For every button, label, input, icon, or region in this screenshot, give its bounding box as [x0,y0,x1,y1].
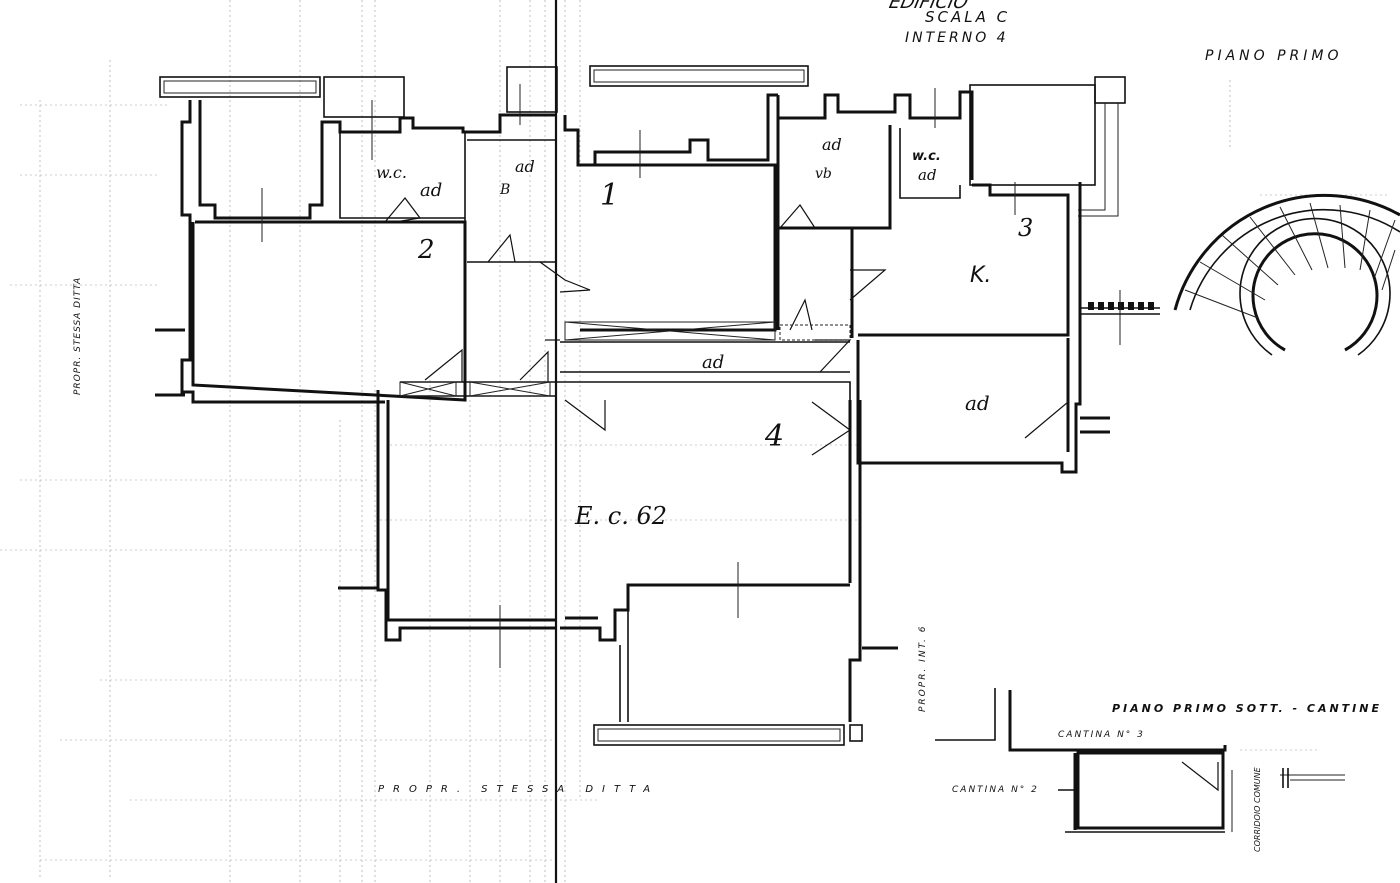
left-owner-label: PROPR. STESSA DITTA [73,277,83,395]
room-kitchen: K. [970,263,991,288]
top-balconies [159,65,1126,217]
unit-label: INTERNO 4 [905,30,1009,46]
right-owner-label: PROPR. INT. 6 [918,625,928,712]
room-ad-lower-right: ad [965,391,990,415]
room-1: 1 [600,178,619,213]
room-3: 3 [1018,214,1033,242]
cellar-title: PIANO PRIMO SOTT. - CANTINE [1112,702,1382,715]
room-wc-right: w.c. [912,149,941,164]
central-walls [338,381,898,746]
railing-posts [1088,302,1154,310]
floor-title: PIANO PRIMO [1205,48,1343,64]
room-4: 4 [764,419,784,454]
room-2: 2 [417,235,435,265]
room-vb: vb [815,166,832,182]
bottom-owner-label: PROPR. STESSA DITTA [378,784,659,795]
cellar-3-label: CANTINA N° 3 [1058,730,1145,740]
window-marks [261,84,1233,832]
room-wc-left: w.c. [376,163,407,182]
spiral-staircase [1173,193,1400,356]
cellar-plan [935,688,1345,833]
room-ad-wc-right: ad [918,166,937,184]
room-ad-b: ad [515,157,535,176]
room-b: B [499,182,510,198]
stair-label: SCALA C [925,8,1010,26]
room-ad-left: ad [420,180,442,201]
room-ad-right: ad [822,135,842,154]
threshold-crosses [399,321,851,397]
main-room-label: E. c. 62 [574,502,667,530]
header-top-fragment: EDIFICIO [887,0,970,13]
cellar-2-label: CANTINA N° 2 [952,785,1039,795]
common-corridor-label: CORRIDOIO COMUNE [1253,766,1262,852]
door-swings [384,197,1069,456]
room-corridor-ad: ad [702,352,724,373]
left-wing-walls [155,100,555,404]
